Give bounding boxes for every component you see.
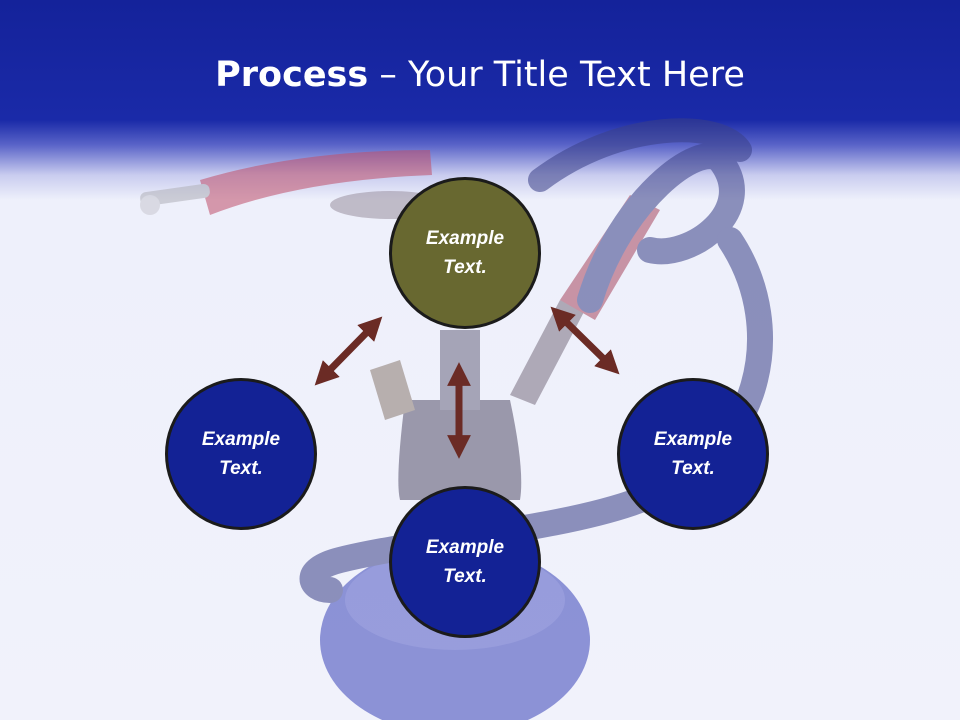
arrow-top-right xyxy=(550,306,620,375)
process-node-bottom: Example Text. xyxy=(389,486,541,638)
process-node-right-label: Example Text. xyxy=(653,429,733,479)
title-rest: – Your Title Text Here xyxy=(368,55,745,95)
process-node-right: Example Text. xyxy=(617,378,769,530)
title-bold: Process xyxy=(215,55,369,95)
process-node-top-label: Example Text. xyxy=(425,228,505,278)
arrow-top-left xyxy=(314,316,383,386)
process-node-left-label: Example Text. xyxy=(201,429,281,479)
slide-title: Process – Your Title Text Here xyxy=(0,40,960,110)
process-node-top: Example Text. xyxy=(389,177,541,329)
process-node-left: Example Text. xyxy=(165,378,317,530)
process-node-bottom-label: Example Text. xyxy=(425,537,505,587)
